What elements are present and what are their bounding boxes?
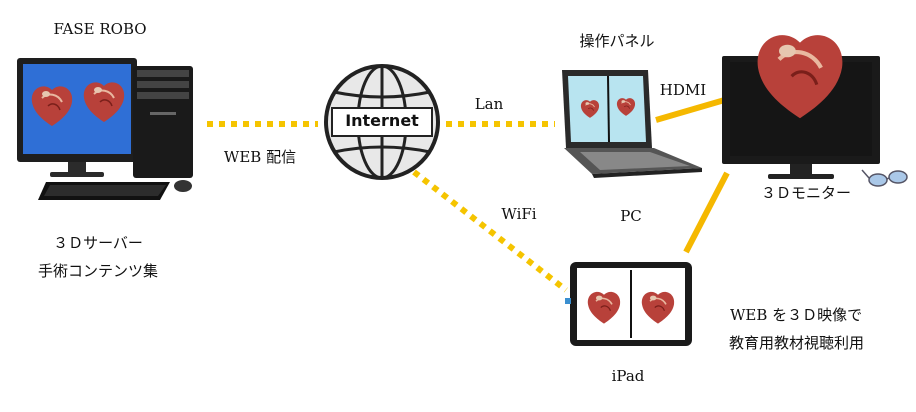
control-panel-label: 操作パネル xyxy=(579,32,655,50)
link-ipad-monitor xyxy=(683,171,730,254)
ipad-label: iPad xyxy=(611,367,645,385)
server-caption-2: 手術コンテンツ集 xyxy=(37,262,159,280)
monitor-label: ３Ｄモニター xyxy=(760,184,852,202)
hdmi-label: HDMI xyxy=(659,81,707,99)
server-caption-1: ３Ｄサーバー xyxy=(53,234,143,252)
internet-globe-icon xyxy=(324,64,440,180)
desktop-computer-icon xyxy=(17,58,193,200)
connections xyxy=(207,96,730,293)
monitor-icon xyxy=(722,35,880,179)
web-delivery-label: WEB 配信 xyxy=(223,148,297,166)
internet-label: Internet xyxy=(345,111,419,130)
link-internet-ipad-wifi xyxy=(412,169,568,293)
lan-label: Lan xyxy=(474,95,504,113)
pc-label: PC xyxy=(620,207,642,225)
note-line-2: 教育用教材視聴利用 xyxy=(729,334,865,352)
note-line-1: WEB を３Ｄ映像で xyxy=(730,306,863,324)
3d-glasses-icon xyxy=(861,169,908,187)
server-title: FASE ROBO xyxy=(53,20,147,38)
wifi-label: WiFi xyxy=(501,205,537,223)
tablet-icon xyxy=(565,262,692,346)
link-pc-monitor-hdmi xyxy=(655,96,729,123)
laptop-icon xyxy=(562,70,702,178)
